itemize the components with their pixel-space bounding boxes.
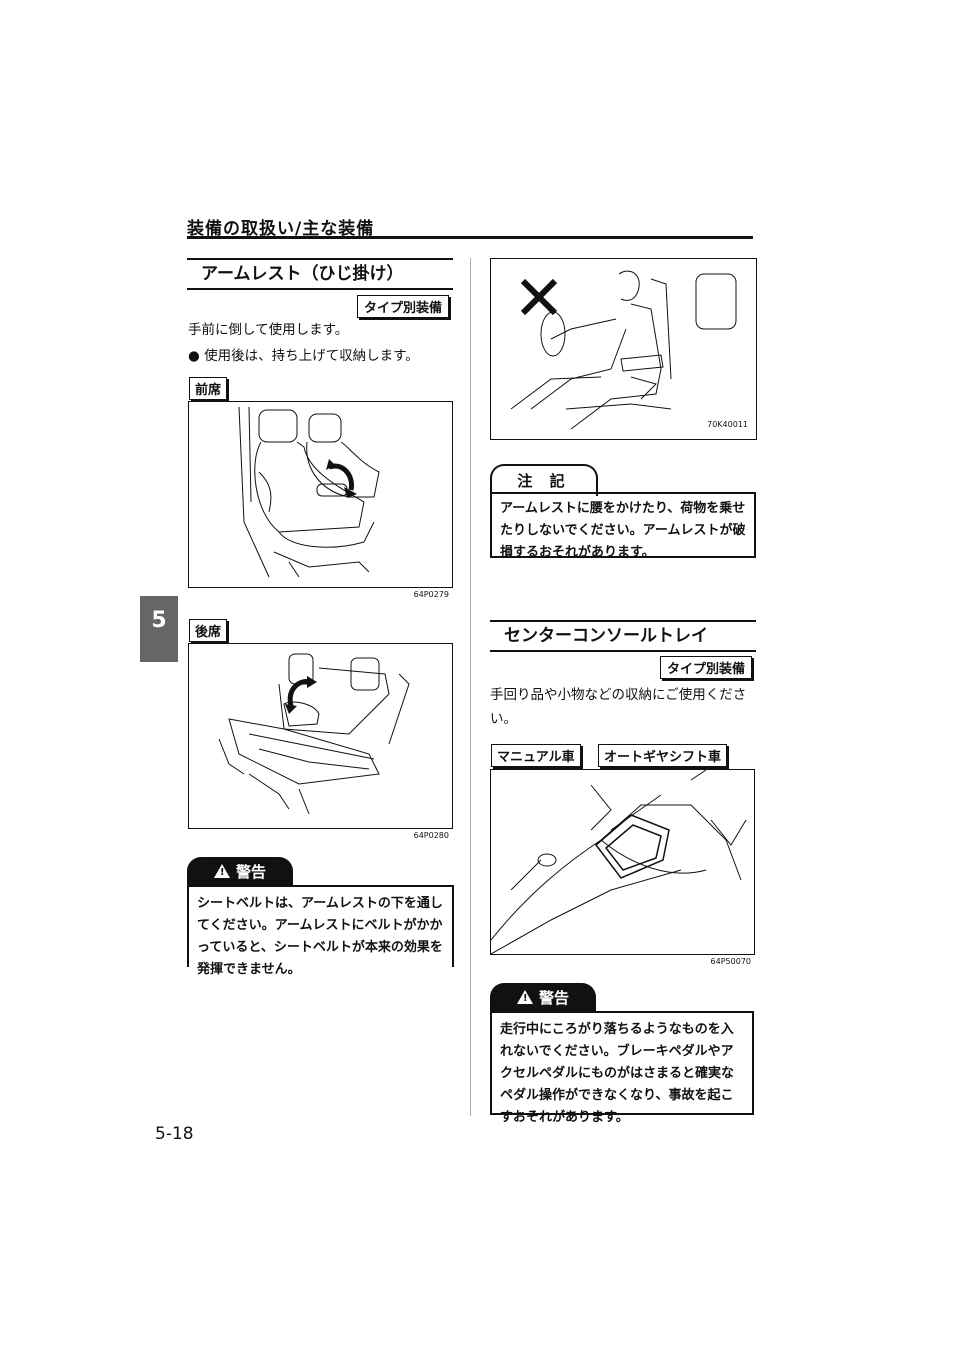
warning-tab: ! 警告: [187, 857, 293, 885]
header-rule: [187, 236, 753, 239]
console-title: センターコンソールトレイ: [490, 620, 756, 652]
figure-code: 64P0280: [413, 831, 449, 840]
warning-icon: !: [213, 864, 230, 878]
type-badge: タイプ別装備: [357, 295, 450, 318]
auto-gear-shift-label: オートギヤシフト車: [598, 744, 728, 767]
column-divider: [470, 258, 471, 1116]
front-seat-illustration: [238, 406, 380, 578]
armrest-note-text: アームレストに腰をかけたり、荷物を乗せたりしないでください。アームレストが破損す…: [490, 492, 756, 560]
manual-car-label: マニュアル車: [491, 744, 581, 767]
rear-seat-illustration: [218, 653, 410, 815]
type-badge: タイプ別装備: [660, 656, 753, 679]
driver-figure: 70K40011: [490, 258, 757, 440]
note-title: 注 記: [490, 464, 598, 496]
warning-title: 警告: [235, 862, 266, 881]
armrest-intro: 手前に倒して使用します。: [188, 322, 349, 338]
driver-illustration: [510, 270, 737, 430]
console-warning-text: 走行中にころがり落ちるようなものを入れないでください。ブレーキペダルやアクセルペ…: [490, 1011, 754, 1125]
page-number: 5-18: [155, 1124, 194, 1144]
figure-code: 64P0279: [413, 590, 449, 599]
front-seat-label: 前席: [189, 377, 228, 400]
console-body: 手回り品や小物などの収納にご使用ください。: [490, 687, 747, 727]
chapter-tab: 5: [140, 596, 178, 662]
warning-tab: ! 警告: [490, 983, 596, 1011]
warning-icon: !: [516, 990, 533, 1004]
front-seat-figure: 64P0279: [188, 401, 453, 599]
console-tray-illustration: [490, 769, 747, 955]
rear-seat-label: 後席: [189, 619, 228, 642]
armrest-bullet: ● 使用後は、持ち上げて収納します。: [188, 348, 419, 364]
armrest-title: アームレスト（ひじ掛け）: [187, 258, 453, 290]
section-header: 装備の取扱い/主な装備: [187, 219, 375, 239]
warning-title: 警告: [538, 988, 569, 1007]
rear-seat-figure: 64P0280: [188, 643, 453, 840]
figure-code: 70K40011: [707, 420, 748, 429]
console-tray-figure: 64P50070: [490, 769, 755, 966]
figure-code: 64P50070: [710, 957, 751, 966]
armrest-warning-text: シートベルトは、アームレストの下を通してください。アームレストにベルトがかかって…: [187, 885, 454, 977]
